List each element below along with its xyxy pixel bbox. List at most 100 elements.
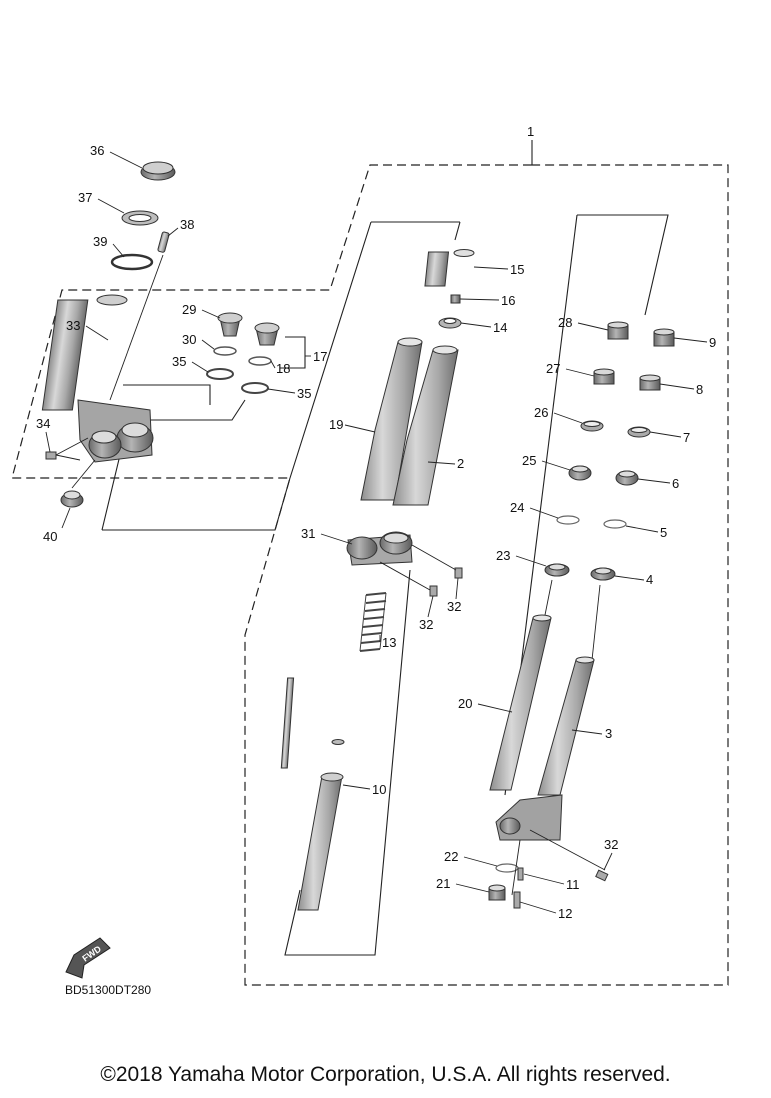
cap-21: [488, 884, 506, 901]
o-ring-35-left: [206, 368, 234, 380]
washer-26: [580, 420, 604, 432]
callout-38: 38: [180, 217, 194, 232]
bolt-32-lower: [595, 869, 609, 882]
callout-1: 1: [527, 124, 534, 139]
callout-36: 36: [90, 143, 104, 158]
callout-24: 24: [510, 500, 524, 515]
callout-22: 22: [444, 849, 458, 864]
dust-seal-23: [544, 563, 570, 577]
o-ring-22: [495, 863, 519, 873]
middle-group-outline: [289, 221, 461, 479]
washer-37: [121, 210, 159, 226]
callout-27: 27: [546, 361, 560, 376]
callout-33: 33: [66, 318, 80, 333]
callout-12: 12: [558, 906, 572, 921]
under-bracket-33: [41, 294, 154, 463]
assembly-1-boundary: [11, 164, 729, 986]
washer-7: [627, 426, 651, 438]
seal-6: [615, 470, 639, 486]
callout-35-a: 35: [172, 354, 186, 369]
bolt-34-line: [55, 437, 89, 461]
callout-11: 11: [566, 877, 580, 892]
callout-10: 10: [372, 782, 386, 797]
callout-8: 8: [696, 382, 703, 397]
callout-14: 14: [493, 320, 507, 335]
ring-39: [110, 253, 154, 271]
bushing-27: [593, 368, 615, 385]
callout-35-b: 35: [297, 386, 311, 401]
right-fork-group-outline: [577, 214, 669, 316]
cap-40-line: [71, 459, 96, 489]
callout-30: 30: [182, 332, 196, 347]
callout-32-b: 32: [419, 617, 433, 632]
bolt-32-upper-b: [429, 585, 438, 597]
callout-34: 34: [36, 416, 50, 431]
callout-6: 6: [672, 476, 679, 491]
callout-3: 3: [605, 726, 612, 741]
inner-rod-outline: [284, 569, 411, 956]
callout-23: 23: [496, 548, 510, 563]
diagram-code: BD51300DT280: [65, 983, 151, 997]
callout-31: 31: [301, 526, 315, 541]
callout-7: 7: [683, 430, 690, 445]
bolt-32-upper-lines: [379, 544, 457, 591]
spring-13: [359, 592, 387, 652]
bracket-17: [280, 336, 306, 369]
callout-9: 9: [709, 335, 716, 350]
nut-16: [450, 294, 461, 304]
callout-26: 26: [534, 405, 548, 420]
callout-32-c: 32: [604, 837, 618, 852]
dust-seal-4: [590, 567, 616, 581]
inner-tube-20: [489, 614, 552, 791]
inner-tube-3: [495, 656, 595, 841]
callout-28: 28: [558, 315, 572, 330]
callout-39: 39: [93, 234, 107, 249]
collar-15: [424, 249, 475, 287]
bushing-28: [607, 321, 629, 340]
copyright-notice: ©2018 Yamaha Motor Corporation, U.S.A. A…: [100, 1063, 671, 1086]
seal-29: [217, 312, 243, 337]
top-bracket-outline: [102, 477, 291, 531]
washer-14: [438, 317, 462, 329]
callout-20: 20: [458, 696, 472, 711]
outer-tube-2: [392, 345, 459, 506]
callout-37: 37: [78, 190, 92, 205]
top-bracket-outline-2: [101, 384, 246, 531]
callout-17: 17: [313, 349, 327, 364]
seal-18: [254, 322, 280, 346]
callout-4: 4: [646, 572, 653, 587]
callout-13: 13: [382, 635, 396, 650]
callout-5: 5: [660, 525, 667, 540]
damper-rod-10: [280, 677, 345, 911]
bolt-34: [45, 451, 57, 460]
callout-15: 15: [510, 262, 524, 277]
clip-5: [603, 519, 627, 529]
fwd-arrow-icon: FWD: [65, 937, 111, 979]
clamp-31: [346, 531, 413, 566]
seal-25: [568, 465, 592, 481]
callout-21: 21: [436, 876, 450, 891]
callout-32-a: 32: [447, 599, 461, 614]
callout-25: 25: [522, 453, 536, 468]
o-ring-18: [248, 356, 272, 366]
bottom-axis: [511, 839, 521, 896]
callout-18: 18: [276, 361, 290, 376]
bolt-38: [157, 231, 170, 253]
outer-tube-19: [360, 337, 423, 501]
bushing-9: [653, 328, 675, 347]
o-ring-35-right: [241, 382, 269, 394]
callout-29: 29: [182, 302, 196, 317]
callout-19: 19: [329, 417, 343, 432]
clip-24: [556, 515, 580, 525]
ring-nut-36: [140, 161, 176, 181]
axle-line: [529, 829, 606, 871]
callout-40: 40: [43, 529, 57, 544]
bushing-8: [639, 374, 661, 391]
bolt-32-upper-a: [454, 567, 463, 579]
callout-2: 2: [457, 456, 464, 471]
o-ring-30: [213, 346, 237, 356]
callouts: 1 2 3 4 5 6 7 8 9 10 11 12 13 14 15 16 1…: [36, 124, 716, 921]
bolt-12: [513, 891, 521, 909]
cap-40: [60, 490, 84, 508]
